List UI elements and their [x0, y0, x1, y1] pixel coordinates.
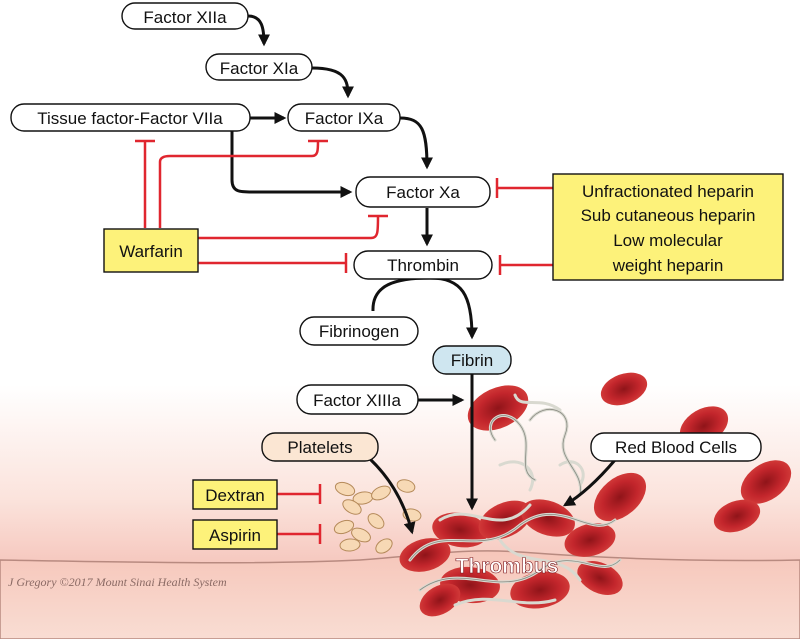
heparin-line-3: Low molecular [613, 231, 723, 250]
inhibition-lines [135, 139, 553, 544]
factor-xa-label: Factor Xa [386, 183, 460, 202]
platelets-label: Platelets [287, 438, 352, 457]
warfarin-label: Warfarin [119, 242, 183, 261]
heparin-line-2: Sub cutaneous heparin [581, 206, 756, 225]
dextran-label: Dextran [205, 486, 265, 505]
factor-ixa-node: Factor IXa [287, 103, 401, 132]
rbc-label-box: Red Blood Cells [590, 432, 762, 462]
vessel-wall [0, 550, 800, 639]
factor-xiiia-node: Factor XIIIa [296, 384, 419, 415]
factor-xiia-node: Factor XIIa [121, 2, 249, 30]
factor-xia-label: Factor XIa [220, 59, 299, 78]
heparin-line-1: Unfractionated heparin [582, 182, 754, 201]
tissue-factor-label: Tissue factor-Factor VIIa [37, 109, 223, 128]
fibrinogen-node: Fibrinogen [299, 316, 419, 346]
aspirin-label: Aspirin [209, 526, 261, 545]
factor-xia-node: Factor XIa [205, 53, 313, 81]
thrombin-node: Thrombin [353, 250, 493, 280]
fibrin-node: Fibrin [432, 345, 512, 375]
heparin-line-4: weight heparin [612, 256, 724, 275]
aspirin-box: Aspirin [192, 519, 278, 550]
factor-xiiia-label: Factor XIIIa [313, 391, 401, 410]
factor-ixa-label: Factor IXa [305, 109, 384, 128]
credit-text: J Gregory ©2017 Mount Sinai Health Syste… [8, 575, 227, 589]
fibrinogen-label: Fibrinogen [319, 322, 399, 341]
thrombus-label: Thrombus [456, 555, 559, 578]
factor-xa-node: Factor Xa [355, 176, 491, 208]
fibrin-label: Fibrin [451, 351, 494, 370]
activation-arrows [230, 14, 617, 535]
platelets-label-box: Platelets [261, 432, 379, 462]
warfarin-box: Warfarin [103, 228, 199, 273]
rbc-label: Red Blood Cells [615, 438, 737, 457]
dextran-box: Dextran [192, 479, 278, 510]
thrombus-mass [399, 393, 623, 617]
factor-xiia-label: Factor XIIa [143, 8, 227, 27]
platelet-cells [333, 479, 422, 554]
thrombin-label: Thrombin [387, 256, 459, 275]
tissue-factor-node: Tissue factor-Factor VIIa [10, 103, 251, 132]
heparin-box: Unfractionated heparin Sub cutaneous hep… [552, 173, 784, 281]
